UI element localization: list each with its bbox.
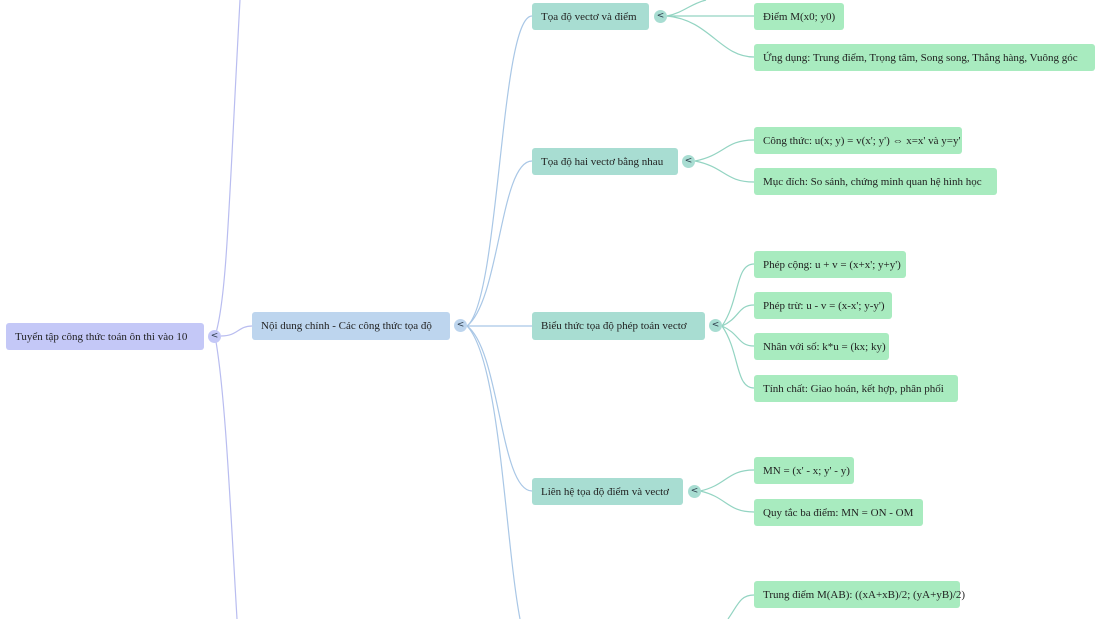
leaf-node[interactable]: Phép cộng: u + v = (x+x'; y+y') <box>754 251 906 278</box>
leaf-node[interactable]: Điểm M(x0; y0) <box>754 3 844 30</box>
leaf-node[interactable]: Trung điểm M(AB): ((xA+xB)/2; (yA+yB)/2) <box>754 581 965 608</box>
collapse-topic-toggle[interactable]: < <box>688 485 701 498</box>
topic-node[interactable]: Biểu thức tọa độ phép toán vectơ <box>532 312 705 340</box>
leaf-node[interactable]: Phép trừ: u - v = (x-x'; y-y') <box>754 292 892 319</box>
leaf-node[interactable]: Quy tắc ba điểm: MN = ON - OM <box>754 499 923 526</box>
edge-topic2-item2 <box>694 160 755 183</box>
edge-root-down <box>214 335 238 619</box>
chevron-left-icon: < <box>456 320 465 330</box>
edge-topic3-item2 <box>721 304 755 327</box>
leaf-node[interactable]: Ứng dụng: Trung điểm, Trọng tâm, Song so… <box>754 44 1095 71</box>
root-node-label: Tuyển tập công thức toán ôn thi vào 10 <box>15 330 188 343</box>
leaf-label: Quy tắc ba điểm: MN = ON - OM <box>763 506 914 519</box>
collapse-topic-toggle[interactable]: < <box>682 155 695 168</box>
main-branch-label: Nội dung chính - Các công thức tọa độ <box>261 320 432 332</box>
edge-main-topic-5 <box>466 325 521 619</box>
collapse-main-branch-toggle[interactable]: < <box>454 319 467 332</box>
leaf-node[interactable]: Mục đích: So sánh, chứng minh quan hệ hì… <box>754 168 997 195</box>
leaf-node[interactable]: MN = (x' - x; y' - y) <box>754 457 854 484</box>
edge-topic1-item2 <box>666 15 755 58</box>
edge-topic4-item2 <box>699 490 755 513</box>
leaf-label: Trung điểm M(AB): ((xA+xB)/2; (yA+yB)/2) <box>763 588 966 601</box>
edge-topic5-item1 <box>727 594 755 619</box>
edge-main-topic-1 <box>466 15 533 327</box>
leaf-label: Mục đích: So sánh, chứng minh quan hệ hì… <box>763 175 982 188</box>
topic-label: Tọa độ hai vectơ bằng nhau <box>541 155 664 168</box>
chevron-left-icon: < <box>711 320 720 330</box>
chevron-left-icon: < <box>210 331 219 341</box>
edge-root-main <box>220 325 253 337</box>
chevron-left-icon: < <box>684 156 693 166</box>
main-branch-node[interactable]: Nội dung chính - Các công thức tọa độ <box>252 312 450 340</box>
leaf-node[interactable]: Công thức: u(x; y) = v(x'; y') ⇔ x=x' và… <box>754 127 962 154</box>
leaf-label: Điểm M(x0; y0) <box>763 10 836 23</box>
leaf-node[interactable]: Nhân với số: k*u = (kx; ky) <box>754 333 889 360</box>
topic-label: Tọa độ vectơ và điểm <box>541 10 637 23</box>
edge-topic2-item1 <box>694 139 755 162</box>
leaf-label: Tính chất: Giao hoán, kết hợp, phân phối <box>763 382 944 395</box>
chevron-left-icon: < <box>690 486 699 496</box>
leaf-label: Phép trừ: u - v = (x-x'; y-y') <box>763 299 885 312</box>
edge-main-topic-4 <box>466 325 533 492</box>
leaf-label: Nhân với số: k*u = (kx; ky) <box>763 340 886 353</box>
edge-topic1-offscreen <box>666 0 707 17</box>
collapse-topic-toggle[interactable]: < <box>709 319 722 332</box>
leaf-label: Phép cộng: u + v = (x+x'; y+y') <box>763 258 901 271</box>
edge-topic3-item3 <box>721 325 755 347</box>
edge-root-up <box>214 0 241 337</box>
topic-node[interactable]: Liên hệ tọa độ điểm và vectơ <box>532 478 683 505</box>
collapse-topic-toggle[interactable]: < <box>654 10 667 23</box>
leaf-label: MN = (x' - x; y' - y) <box>763 464 850 477</box>
root-node[interactable]: Tuyển tập công thức toán ôn thi vào 10 <box>6 323 204 350</box>
edge-main-topic-2 <box>466 160 533 327</box>
edge-topic3-item1 <box>721 263 755 327</box>
leaf-label: Công thức: u(x; y) = v(x'; y') ⇔ x=x' và… <box>763 134 961 147</box>
topic-label: Biểu thức tọa độ phép toán vectơ <box>541 320 687 332</box>
edge-topic4-item1 <box>699 469 755 492</box>
collapse-root-toggle[interactable]: < <box>208 330 221 343</box>
leaf-node[interactable]: Tính chất: Giao hoán, kết hợp, phân phối <box>754 375 958 402</box>
edge-topic3-item4 <box>721 325 755 389</box>
leaf-label: Ứng dụng: Trung điểm, Trọng tâm, Song so… <box>763 51 1078 64</box>
topic-node[interactable]: Tọa độ hai vectơ bằng nhau <box>532 148 678 175</box>
chevron-left-icon: < <box>656 11 665 21</box>
topic-node[interactable]: Tọa độ vectơ và điểm <box>532 3 649 30</box>
topic-label: Liên hệ tọa độ điểm và vectơ <box>541 485 669 498</box>
